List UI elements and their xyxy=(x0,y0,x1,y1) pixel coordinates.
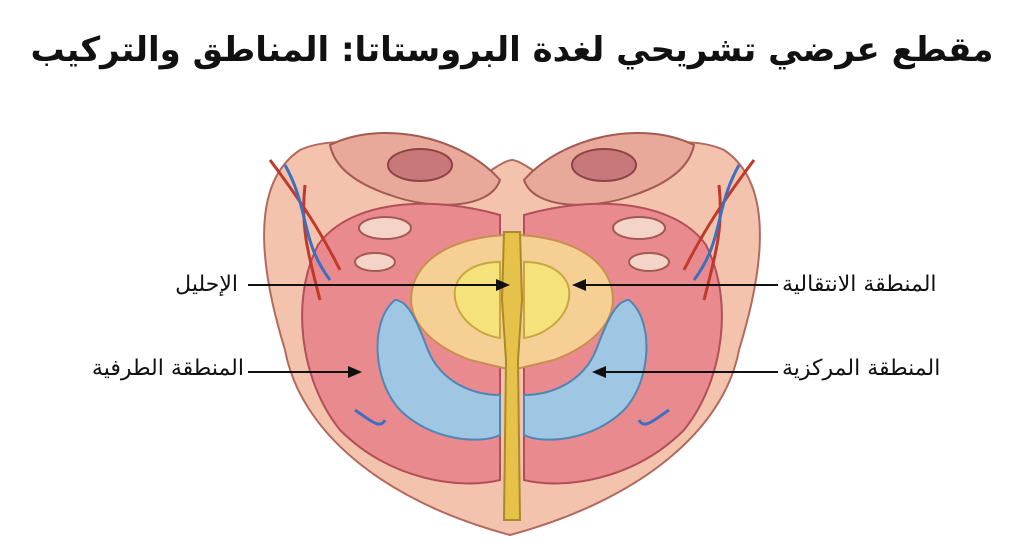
vessel-blue-right xyxy=(637,164,741,426)
vessel-red-left xyxy=(268,159,342,301)
gland-right-1 xyxy=(612,216,666,240)
vessel-red-right xyxy=(682,159,756,301)
vessel-blue-left xyxy=(283,164,387,426)
inner-transition-left xyxy=(453,260,501,340)
pointer-central xyxy=(592,366,778,378)
gland-left-2 xyxy=(354,252,396,272)
gland-left-1 xyxy=(358,216,412,240)
central-zone-right xyxy=(523,298,648,441)
pointer-peripheral xyxy=(248,366,362,378)
gland-right-2 xyxy=(628,252,670,272)
inner-transition-right xyxy=(523,260,571,340)
label-transition-zone: المنطقة الانتقالية xyxy=(782,272,937,297)
seminal-duct-right xyxy=(571,148,637,182)
pointer-transition xyxy=(572,279,778,291)
label-central-zone: المنطقة المركزية xyxy=(782,356,941,381)
label-peripheral-zone: المنطقة الطرفية xyxy=(91,356,244,381)
label-urethra: الإحليل xyxy=(175,272,238,297)
seminal-duct-left xyxy=(387,148,453,182)
central-zone-left xyxy=(376,298,501,441)
diagram-title: مقطع عرضي تشريحي لغدة البروستاتا: المناط… xyxy=(30,30,994,70)
pointer-urethra xyxy=(248,279,510,291)
urethra-channel xyxy=(500,231,524,521)
